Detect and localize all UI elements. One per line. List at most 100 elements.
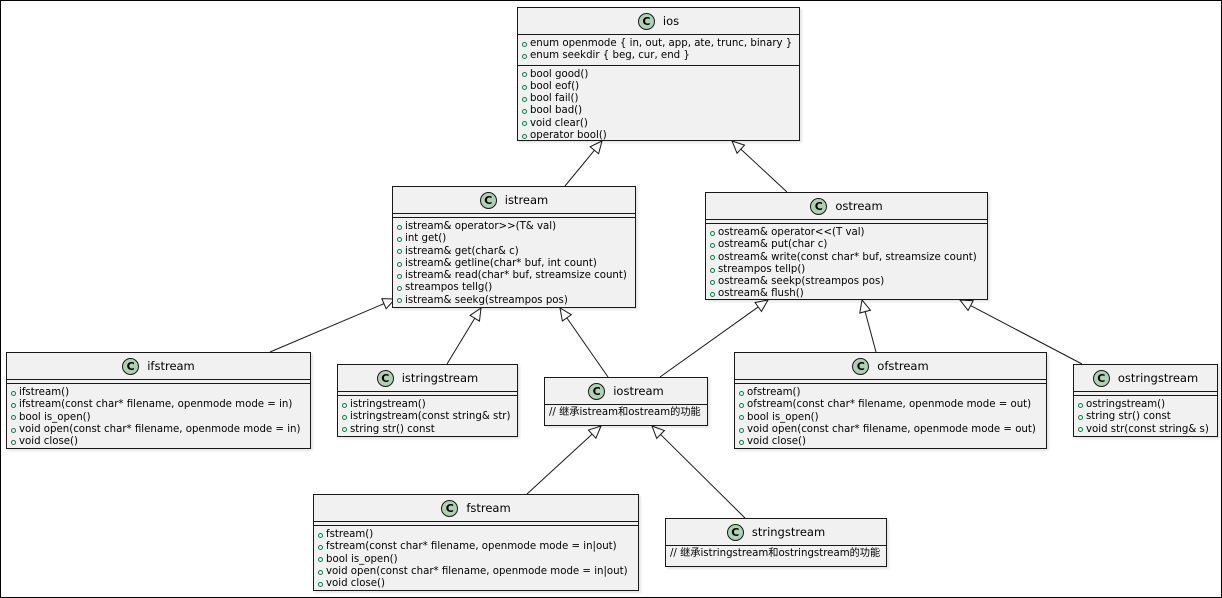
method-text: ostream& put(char c) [718, 239, 828, 251]
method: istringstream() [342, 399, 513, 411]
edge-line [740, 148, 788, 193]
method: bool good() [522, 69, 795, 81]
method-text: istream& get(char& c) [405, 245, 519, 257]
method-text: istream& getline(char* buf, int count) [405, 257, 597, 269]
class-ofstream: C ofstream ofstream() ofstream(const cha… [734, 352, 1047, 449]
method-text: ofstream() [747, 387, 801, 398]
public-marker-icon [342, 427, 347, 433]
method: bool is_open() [11, 412, 306, 424]
class-iostream: C iostream // 继承istream和ostream的功能 [544, 377, 708, 426]
method: ostream& put(char c) [710, 239, 983, 251]
class-name: stringstream [751, 525, 826, 539]
public-marker-icon [710, 279, 715, 285]
class-header: C ifstream [7, 353, 310, 380]
method-text: ofstream(const char* filename, openmode … [747, 399, 1032, 411]
class-name: iostream [613, 384, 664, 398]
public-marker-icon [522, 41, 527, 47]
inheritance-arrowhead-icon [651, 425, 666, 440]
note-section: // 继承istream和ostream的功能 [545, 405, 707, 421]
method-text: void clear() [530, 117, 588, 129]
edge-line [659, 306, 759, 378]
public-marker-icon [710, 255, 715, 261]
method-text: istream& read(char* buf, streamsize coun… [405, 270, 627, 282]
class-header: C ostringstream [1074, 365, 1217, 392]
class-ifstream: C ifstream ifstream() ifstream(const cha… [6, 352, 311, 449]
method-text: istringstream() [350, 399, 426, 410]
public-marker-icon [318, 557, 323, 563]
class-header: C istream [393, 187, 635, 214]
method: bool bad() [522, 105, 795, 117]
method: istringstream(const string& str) [342, 411, 513, 423]
method-text: void open(const char* filename, openmode… [19, 423, 301, 435]
edge-line [970, 305, 1083, 365]
public-marker-icon [397, 224, 402, 230]
class-icon: C [1092, 369, 1110, 387]
method-text: streampos tellg() [405, 282, 493, 294]
method-text: fstream() [326, 529, 374, 540]
public-marker-icon [1078, 427, 1083, 433]
method: fstream(const char* filename, openmode m… [318, 541, 634, 553]
inheritance-edge-ostringstream-to-ostream [958, 299, 1083, 365]
method: operator bool() [522, 130, 795, 142]
inheritance-edge-ostream-to-ios [731, 140, 788, 193]
attributes-section: enum openmode { in, out, app, ate, trunc… [518, 35, 799, 65]
method-text: operator bool() [530, 130, 607, 142]
edge-line [660, 434, 746, 519]
inheritance-edge-ofstream-to-ostream [859, 298, 877, 353]
inheritance-arrowhead-icon [469, 306, 482, 322]
class-name: ostream [835, 199, 883, 213]
class-name: istringstream [401, 371, 479, 385]
inheritance-arrowhead-icon [754, 299, 769, 313]
inheritance-arrowhead-icon [381, 298, 397, 310]
method: int get() [397, 233, 631, 245]
method-text: ostringstream() [1086, 399, 1166, 410]
public-marker-icon [11, 415, 16, 421]
method: ostream& seekp(streampos pos) [710, 276, 983, 288]
method: void close() [739, 436, 1042, 448]
methods-section: ofstream() ofstream(const char* filename… [735, 383, 1046, 450]
methods-section: bool good() bool eof() bool fail() bool … [518, 64, 799, 145]
public-marker-icon [318, 532, 323, 538]
method-text: ostream& seekp(streampos pos) [718, 276, 885, 288]
method: void open(const char* filename, openmode… [11, 424, 306, 436]
public-marker-icon [739, 439, 744, 445]
attribute: enum openmode { in, out, app, ate, trunc… [522, 38, 795, 50]
method-text: void str(const string& s) [1086, 423, 1209, 435]
method-text: ifstream(const char* filename, openmode … [19, 399, 293, 411]
inheritance-edge-istringstream-to-istream [446, 306, 482, 365]
class-ostringstream: C ostringstream ostringstream() string s… [1073, 364, 1218, 437]
public-marker-icon [710, 267, 715, 273]
method: istream& read(char* buf, streamsize coun… [397, 270, 631, 282]
public-marker-icon [397, 298, 402, 304]
inheritance-edge-iostream-to-istream [559, 307, 609, 378]
inheritance-edge-stringstream-to-iostream [651, 425, 746, 519]
class-icon: C [852, 357, 870, 375]
method-text: bool eof() [530, 80, 580, 92]
method: bool eof() [522, 81, 795, 93]
public-marker-icon [342, 402, 347, 408]
inheritance-edge-ifstream-to-istream [269, 298, 397, 353]
public-marker-icon [318, 569, 323, 575]
class-name: ostringstream [1117, 371, 1199, 385]
public-marker-icon [11, 402, 16, 408]
class-icon: C [726, 523, 744, 541]
inheritance-arrowhead-icon [958, 299, 974, 312]
class-icon: C [588, 382, 606, 400]
method: ifstream() [11, 387, 306, 399]
class-name: istream [504, 193, 549, 207]
public-marker-icon [739, 390, 744, 396]
method: void str(const string& s) [1078, 424, 1213, 436]
inheritance-arrowhead-icon [859, 298, 872, 314]
method: ostream& operator<<(T val) [710, 227, 983, 239]
edge-line [564, 149, 595, 187]
method: bool is_open() [318, 554, 634, 566]
class-icon: C [122, 357, 140, 375]
method: bool fail() [522, 93, 795, 105]
method-text: ifstream() [19, 387, 70, 398]
method: istream& get(char& c) [397, 246, 631, 258]
method-text: string str() const [1086, 411, 1171, 423]
class-istream: C istream istream& operator>>(T& val) in… [392, 186, 636, 308]
class-icon: C [479, 191, 497, 209]
class-icon: C [441, 499, 459, 517]
method-text: bool good() [530, 68, 589, 80]
